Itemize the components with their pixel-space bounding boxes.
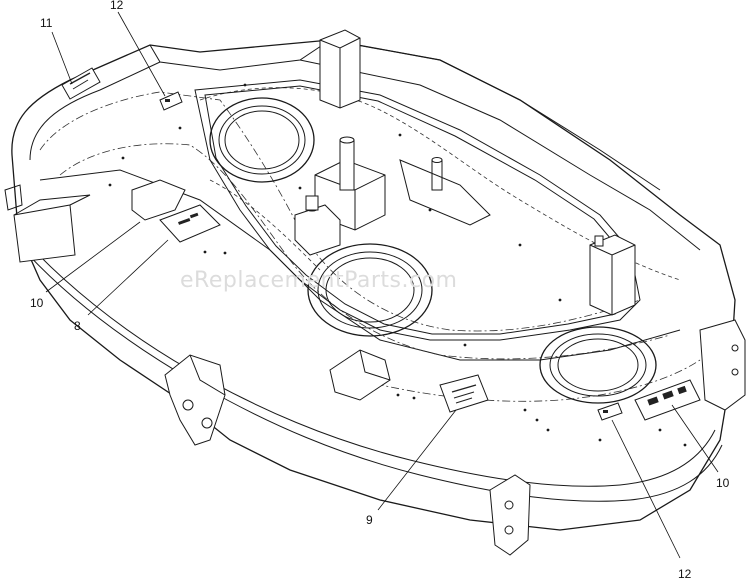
decal-12-top	[159, 91, 183, 111]
callout-8-left: 8	[74, 319, 81, 333]
callout-10-left: 10	[30, 296, 44, 310]
rear-mount-right	[589, 234, 636, 316]
spindle-opening-right	[539, 326, 657, 404]
callout-9-bottom: 9	[366, 513, 373, 527]
callout-12-bottom: 12	[678, 567, 692, 581]
decal-8	[159, 204, 221, 243]
decal-10-left	[131, 179, 186, 221]
deck-top-plate	[194, 79, 641, 341]
right-side-bracket	[699, 319, 746, 411]
callout-12-top: 12	[110, 0, 124, 12]
watermark: eReplacementParts.com	[180, 268, 457, 293]
callout-11-top: 11	[40, 16, 53, 30]
callout-10-right: 10	[716, 476, 730, 490]
front-mount-right	[489, 474, 531, 556]
front-mount-left	[164, 354, 226, 446]
rear-mount-left	[319, 29, 361, 109]
front-mount-center	[329, 349, 391, 401]
rivet-holes	[108, 83, 687, 447]
left-chute	[4, 184, 91, 263]
decal-12-bottom	[597, 402, 623, 421]
decal-10-right	[634, 379, 701, 421]
leader-lines	[45, 11, 719, 559]
spindle-opening-left	[209, 97, 315, 183]
spindle-opening-center	[307, 243, 433, 337]
decal-11	[61, 67, 101, 100]
center-bracket	[294, 136, 491, 256]
decal-9	[439, 374, 489, 413]
